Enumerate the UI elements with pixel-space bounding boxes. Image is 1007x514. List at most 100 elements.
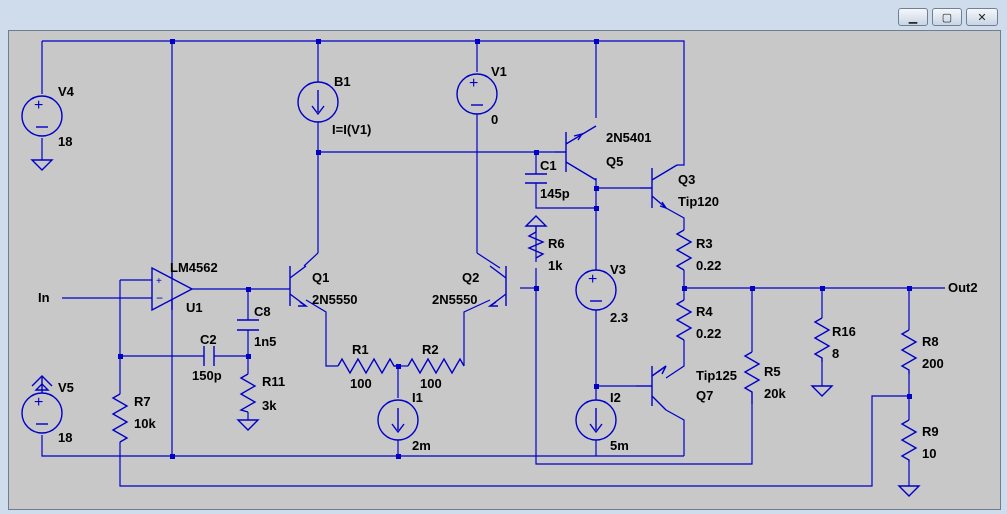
R8-name: R8 <box>922 334 939 349</box>
V4-name: V4 <box>58 84 75 99</box>
junction-dots <box>118 39 912 459</box>
R4-value: 0.22 <box>696 326 721 341</box>
Q2-name: Q2 <box>462 270 479 285</box>
C1-value: 145p <box>540 186 570 201</box>
V1-name: V1 <box>491 64 507 79</box>
source-V3[interactable]: + <box>575 269 617 311</box>
resistor-R9[interactable] <box>900 419 918 462</box>
transistor-Q2[interactable] <box>487 265 507 307</box>
current-source-I1[interactable] <box>377 399 419 441</box>
svg-text:+: + <box>34 394 43 411</box>
V1-value: 0 <box>491 112 498 127</box>
resistor-R5[interactable] <box>743 351 761 404</box>
I2-value: 5m <box>610 438 629 453</box>
resistor-R7[interactable] <box>111 393 129 443</box>
Q5-model: 2N5401 <box>606 130 652 145</box>
close-icon: ✕ <box>977 11 987 24</box>
ground-symbols <box>30 159 921 497</box>
resistor-R8[interactable] <box>900 329 918 374</box>
opamp-U1[interactable]: + − <box>151 266 194 312</box>
resistor-R3[interactable] <box>675 229 693 271</box>
R4-name: R4 <box>696 304 713 319</box>
I1-value: 2m <box>412 438 431 453</box>
net-out-label: Out2 <box>948 280 978 295</box>
capacitor-C1[interactable] <box>525 173 547 184</box>
R5-name: R5 <box>764 364 781 379</box>
Q2-model: 2N5550 <box>432 292 478 307</box>
R2-value: 100 <box>420 376 442 391</box>
maximize-button[interactable]: ▢ <box>932 8 962 26</box>
R3-value: 0.22 <box>696 258 721 273</box>
R9-value: 10 <box>922 446 936 461</box>
R7-name: R7 <box>134 394 151 409</box>
current-source-I2[interactable] <box>575 399 617 441</box>
V5-value: 18 <box>58 430 72 445</box>
C8-value: 1n5 <box>254 334 276 349</box>
Q1-model: 2N5550 <box>312 292 358 307</box>
capacitor-C8[interactable] <box>237 319 259 331</box>
svg-text:+: + <box>469 75 478 92</box>
V3-name: V3 <box>610 262 626 277</box>
minimize-button[interactable]: ▁ <box>898 8 928 26</box>
svg-text:+: + <box>588 271 597 288</box>
schematic-canvas[interactable] <box>8 30 1001 510</box>
transistor-Q1[interactable] <box>289 265 309 307</box>
Q5-name: Q5 <box>606 154 623 169</box>
V5-name: V5 <box>58 380 74 395</box>
resistor-R6[interactable] <box>527 231 545 259</box>
component-labels: V4 18 V5 18 B1 I=I(V1) V1 0 2N5401 Q5 C1… <box>38 64 978 461</box>
Q7-model: Tip125 <box>696 368 737 383</box>
R9-name: R9 <box>922 424 939 439</box>
resistor-R4[interactable] <box>675 299 693 341</box>
R16-value: 8 <box>832 346 839 361</box>
I1-name: I1 <box>412 390 423 405</box>
resistor-R2[interactable] <box>407 357 465 375</box>
svg-text:+: + <box>156 276 162 287</box>
transistor-Q3[interactable] <box>640 164 678 210</box>
R6-value: 1k <box>548 258 563 273</box>
R2-name: R2 <box>422 342 439 357</box>
Q3-name: Q3 <box>678 172 695 187</box>
minimize-icon: ▁ <box>908 11 918 24</box>
resistor-R11[interactable] <box>239 373 257 413</box>
current-source-B1[interactable] <box>297 81 339 123</box>
capacitor-C2[interactable] <box>203 346 215 366</box>
C1-name: C1 <box>540 158 557 173</box>
maximize-icon: ▢ <box>941 11 953 24</box>
source-V5[interactable]: + <box>21 392 63 434</box>
R3-name: R3 <box>696 236 713 251</box>
R5-value: 20k <box>764 386 786 401</box>
Q1-name: Q1 <box>312 270 329 285</box>
Q7-name: Q7 <box>696 388 713 403</box>
resistor-R1[interactable] <box>337 357 396 375</box>
Q3-model: Tip120 <box>678 194 719 209</box>
close-button[interactable]: ✕ <box>966 8 998 26</box>
B1-value: I=I(V1) <box>332 122 371 137</box>
source-V1[interactable]: + <box>456 73 498 115</box>
B1-name: B1 <box>334 74 351 89</box>
R6-name: R6 <box>548 236 565 251</box>
R1-value: 100 <box>350 376 372 391</box>
V3-value: 2.3 <box>610 310 628 325</box>
wires <box>41 40 945 487</box>
R7-value: 10k <box>134 416 156 431</box>
R8-value: 200 <box>922 356 944 371</box>
V4-value: 18 <box>58 134 72 149</box>
transistor-Q5[interactable] <box>555 125 597 181</box>
C2-value: 150p <box>192 368 222 383</box>
I2-name: I2 <box>610 390 621 405</box>
R11-name: R11 <box>262 374 285 389</box>
source-V4[interactable]: + <box>21 95 63 137</box>
U1-name: U1 <box>186 300 203 315</box>
resistor-R16[interactable] <box>813 317 831 362</box>
C2-name: C2 <box>200 332 217 347</box>
transistor-Q7[interactable] <box>636 365 667 411</box>
net-in-label: In <box>38 290 50 305</box>
R1-name: R1 <box>352 342 369 357</box>
U1-model: LM4562 <box>170 260 218 275</box>
svg-text:+: + <box>34 97 43 114</box>
C8-name: C8 <box>254 304 271 319</box>
R11-value: 3k <box>262 398 277 413</box>
